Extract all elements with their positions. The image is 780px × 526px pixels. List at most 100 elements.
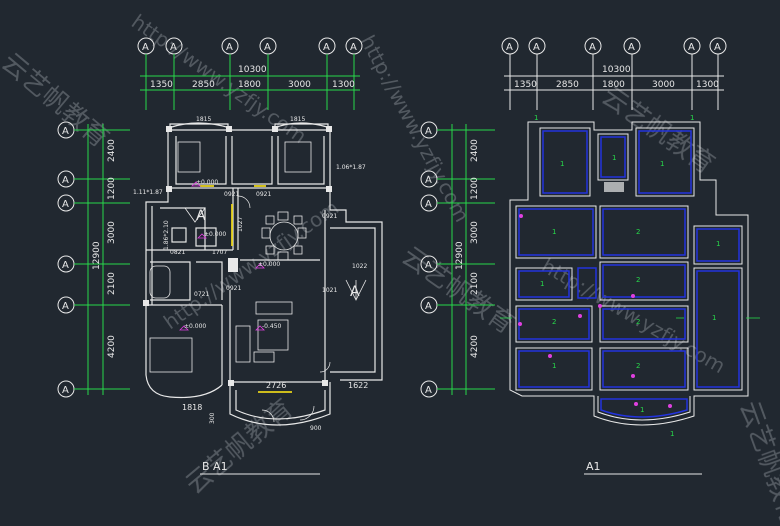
- slab-tag: 2: [636, 228, 640, 236]
- grid-bubble: A: [623, 37, 641, 55]
- dim-1300: 1300: [332, 80, 355, 90]
- svg-text:A: A: [425, 301, 432, 312]
- watermark-url-3: http://www.yzfjy.com: [538, 254, 730, 379]
- slab-tag: 1: [690, 114, 694, 122]
- grid-bubble: A: [501, 37, 519, 55]
- door-tag-4: 0921: [226, 285, 241, 292]
- slab-tag: 1: [712, 314, 716, 322]
- right-slab-markers: [518, 214, 672, 408]
- right-top-grid-bubbles: A A A A A A: [501, 37, 727, 55]
- left-side-dimensions: [74, 124, 130, 395]
- left-elevation-markers: [179, 181, 265, 331]
- left-annotations: ±0.000 ±0.000 ±0.000 ±0.000 -0.450 1.11*…: [133, 116, 367, 330]
- svg-text:A: A: [506, 42, 513, 53]
- svg-text:A: A: [425, 199, 432, 210]
- svg-text:A: A: [62, 385, 69, 396]
- left-doors: [200, 185, 292, 393]
- side-dim-3000: 3000: [470, 221, 480, 244]
- dim-300: 300: [209, 412, 216, 424]
- svg-text:A: A: [62, 175, 69, 186]
- svg-text:A: A: [533, 42, 540, 53]
- svg-text:A: A: [323, 42, 330, 53]
- svg-text:A: A: [170, 42, 177, 53]
- side-dim-2400: 2400: [470, 139, 480, 162]
- dim-1300: 1300: [696, 80, 719, 90]
- slab-tag: 1: [552, 228, 556, 236]
- left-side-dim-text: 12900 2400 1200 3000 2100 4200: [92, 139, 117, 358]
- left-top-dim-text: 10300 1350 2850 1800 3000 1300: [150, 65, 355, 90]
- grid-bubble: A: [420, 380, 438, 398]
- side-dim-4200: 4200: [107, 335, 117, 358]
- stair-symbol-b: A: [196, 208, 206, 224]
- side-total: 12900: [455, 241, 465, 270]
- svg-text:A: A: [425, 260, 432, 271]
- dim-1622: 1622: [348, 381, 368, 390]
- grid-bubble: A: [57, 296, 75, 314]
- grid-bubble: A: [318, 37, 336, 55]
- right-stair-block: [604, 182, 624, 192]
- slab-tag: 1: [560, 160, 564, 168]
- right-side-dimensions: [437, 124, 495, 395]
- bed-top-left: [177, 141, 201, 173]
- svg-text:A: A: [62, 126, 69, 137]
- watermark-cn-1: 云艺帆教育: [0, 47, 114, 154]
- grid-bubble: A: [57, 380, 75, 398]
- overall-width: 10300: [602, 65, 631, 75]
- left-top-dimensions: [140, 54, 360, 110]
- svg-text:A: A: [425, 175, 432, 186]
- door-tag-5: 1021: [322, 287, 337, 294]
- right-plan: A A A A A A 10300 1350 2850 1800 3000 13…: [420, 37, 760, 475]
- grid-bubble: A: [57, 194, 75, 212]
- right-plan-title: A1: [586, 460, 601, 473]
- slab-tag: 2: [636, 362, 640, 370]
- door-tag-6: 1022: [352, 263, 367, 270]
- slab-tag: 2: [552, 318, 556, 326]
- door-tag-8: 1027: [237, 217, 244, 232]
- elev-bedroom-bottom: ±0.000: [184, 323, 206, 330]
- left-stair: [184, 207, 367, 301]
- dim-1800: 1800: [602, 80, 625, 90]
- grid-bubble: A: [57, 255, 75, 273]
- svg-text:A: A: [62, 301, 69, 312]
- dim-top-left-room: 1815: [196, 116, 211, 123]
- slab-tag: 1: [534, 114, 538, 122]
- door-tag-2: 0921: [256, 191, 271, 198]
- dim-900: 900: [310, 425, 322, 432]
- elev-bedroom-top: ±0.000: [196, 179, 218, 186]
- watermark-cn-5: 云艺帆教育: [733, 397, 780, 526]
- right-top-dim-text: 10300 1350 2850 1800 3000 1300: [514, 65, 719, 90]
- side-dim-2100: 2100: [107, 272, 117, 295]
- dim-2850: 2850: [192, 80, 215, 90]
- slab-tag: 1: [540, 280, 544, 288]
- right-slab-tags: 1 1 1 1 2 1 1 2 1 2 2 1 2 1 1 1 1: [534, 114, 720, 438]
- dim-1350: 1350: [514, 80, 537, 90]
- side-total: 12900: [92, 241, 102, 270]
- grid-bubble: A: [259, 37, 277, 55]
- grid-bubble: A: [57, 170, 75, 188]
- svg-text:A: A: [62, 260, 69, 271]
- door-tag-7: 0821: [170, 249, 185, 256]
- slab-tag: 1: [660, 160, 664, 168]
- left-plan: A A A A A A 10300 1350 2850 1800 3000 13…: [57, 37, 383, 475]
- right-slab-outline: [509, 121, 749, 426]
- left-columns: [143, 126, 332, 386]
- left-walls: [145, 122, 383, 426]
- grid-bubble: A: [420, 296, 438, 314]
- svg-text:A: A: [425, 126, 432, 137]
- dim-1800: 1800: [238, 80, 261, 90]
- elev-living: -0.450: [262, 323, 282, 330]
- right-slab-panels: [518, 130, 740, 418]
- side-dim-1200: 1200: [107, 177, 117, 200]
- grid-bubble: A: [584, 37, 602, 55]
- svg-text:A: A: [425, 385, 432, 396]
- grid-bubble: A: [528, 37, 546, 55]
- dim-1818: 1818: [182, 403, 202, 412]
- side-dim-2100: 2100: [470, 272, 480, 295]
- slab-tag: 1: [670, 430, 674, 438]
- svg-text:A: A: [628, 42, 635, 53]
- slab-tag: 1: [640, 406, 644, 414]
- dining-chairs: [261, 211, 307, 261]
- left-side-grid-bubbles: A A A A A A: [57, 121, 75, 398]
- elev-kitchen: ±0.000: [204, 231, 226, 238]
